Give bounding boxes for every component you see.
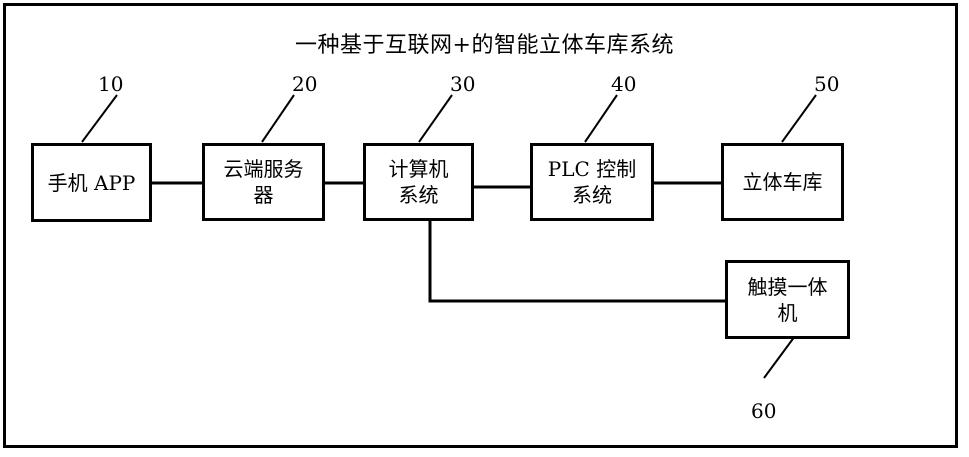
leader-30 <box>419 95 452 142</box>
node-60-label-line2: 机 <box>748 300 828 326</box>
ref-number-50: 50 <box>814 72 839 96</box>
node-20-label-line2: 器 <box>224 182 304 208</box>
ref-number-30: 30 <box>450 72 475 96</box>
node-40-label-line1: PLC 控制 <box>548 156 636 182</box>
edge-30-60 <box>430 219 727 301</box>
node-10-mobile-app: 手机 APP <box>31 143 152 222</box>
ref-number-60: 60 <box>751 399 776 423</box>
node-20-label-line1: 云端服务 <box>224 156 304 182</box>
ref-number-40: 40 <box>611 72 636 96</box>
leader-20 <box>262 95 294 142</box>
node-40-plc-control-system: PLC 控制 系统 <box>530 143 654 221</box>
ref-number-20: 20 <box>292 72 317 96</box>
node-40-label-line2: 系统 <box>548 182 636 208</box>
node-20-cloud-server: 云端服务 器 <box>202 143 325 221</box>
ref-number-10: 10 <box>98 72 123 96</box>
node-50-label: 立体车库 <box>743 169 823 195</box>
leader-10 <box>82 95 117 142</box>
node-50-stereo-garage: 立体车库 <box>721 143 844 221</box>
leader-40 <box>585 95 617 142</box>
leader-60 <box>764 336 795 378</box>
node-30-label-line2: 系统 <box>389 182 449 208</box>
node-30-computer-system: 计算机 系统 <box>363 143 474 221</box>
node-60-label-line1: 触摸一体 <box>748 274 828 300</box>
node-30-label-line1: 计算机 <box>389 156 449 182</box>
node-60-touch-terminal: 触摸一体 机 <box>725 260 850 339</box>
leader-50 <box>782 95 816 142</box>
node-10-label: 手机 APP <box>48 170 136 196</box>
